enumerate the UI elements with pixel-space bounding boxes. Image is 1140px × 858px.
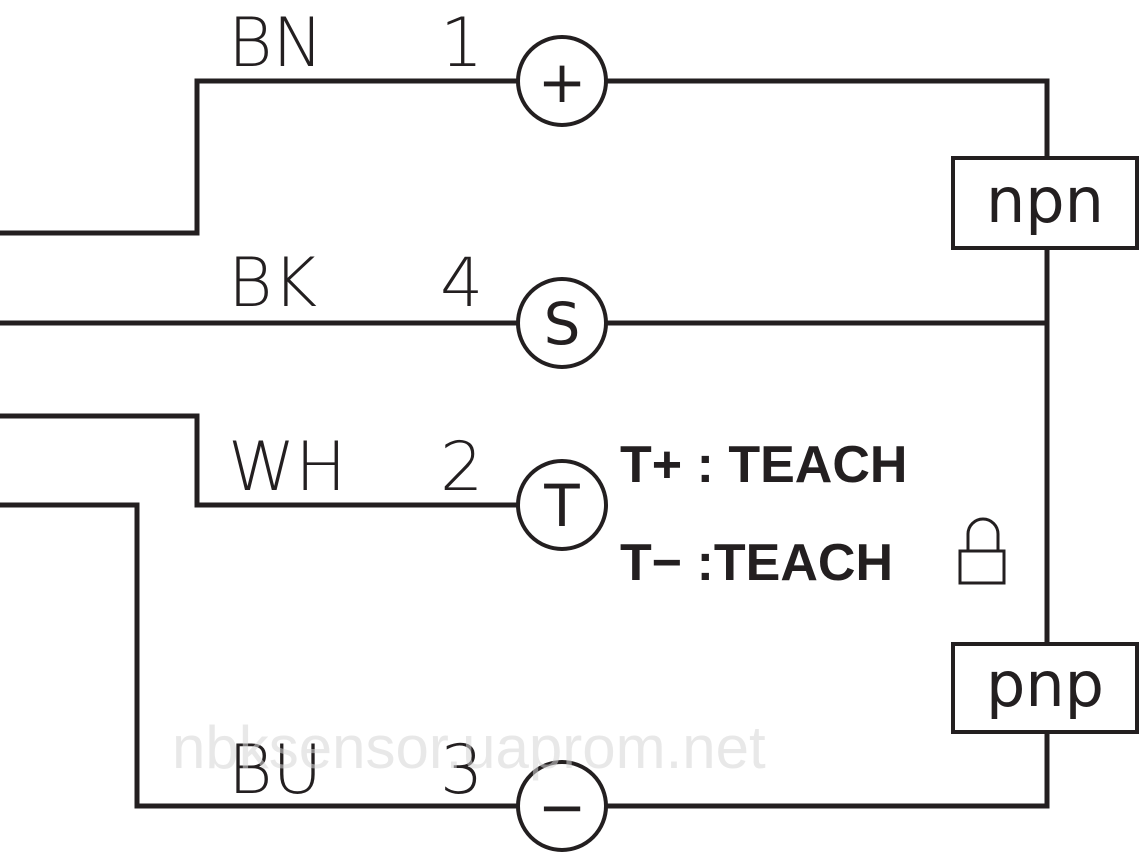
terminal-t-symbol: T: [543, 472, 580, 540]
terminal-plus: [516, 35, 608, 127]
pin-2: 2: [440, 428, 483, 507]
pin-4: 4: [440, 244, 483, 323]
teach-plus: T+ : TEACH: [620, 436, 907, 494]
watermark: nbksensor.uaprom.net: [172, 714, 766, 781]
pin-1: 1: [440, 4, 483, 83]
teach-minus: T− :TEACH: [620, 534, 893, 592]
pnp-label: pnp: [986, 648, 1104, 721]
wire-bu-right: [603, 729, 1050, 809]
terminal-s-symbol: S: [544, 290, 581, 358]
wire-bu: [0, 502, 521, 809]
wire-wh: [0, 413, 521, 508]
label-bn: BN: [228, 4, 323, 83]
terminal-minus-symbol: −: [538, 773, 587, 841]
npn-box: [951, 156, 1139, 250]
wire-bn-right: [603, 78, 1050, 161]
terminal-t: [516, 459, 608, 551]
label-bu: BU: [228, 731, 322, 810]
npn-label: npn: [986, 164, 1104, 237]
terminal-plus-symbol: +: [538, 48, 587, 116]
label-wh: WH: [228, 428, 346, 507]
wire-bn: [0, 78, 521, 236]
terminal-s: [516, 277, 608, 369]
lock-icon: [958, 517, 1006, 585]
terminal-minus: [516, 760, 608, 852]
pnp-box: [951, 642, 1139, 734]
label-bk: BK: [228, 244, 317, 323]
pin-3: 3: [440, 731, 483, 810]
